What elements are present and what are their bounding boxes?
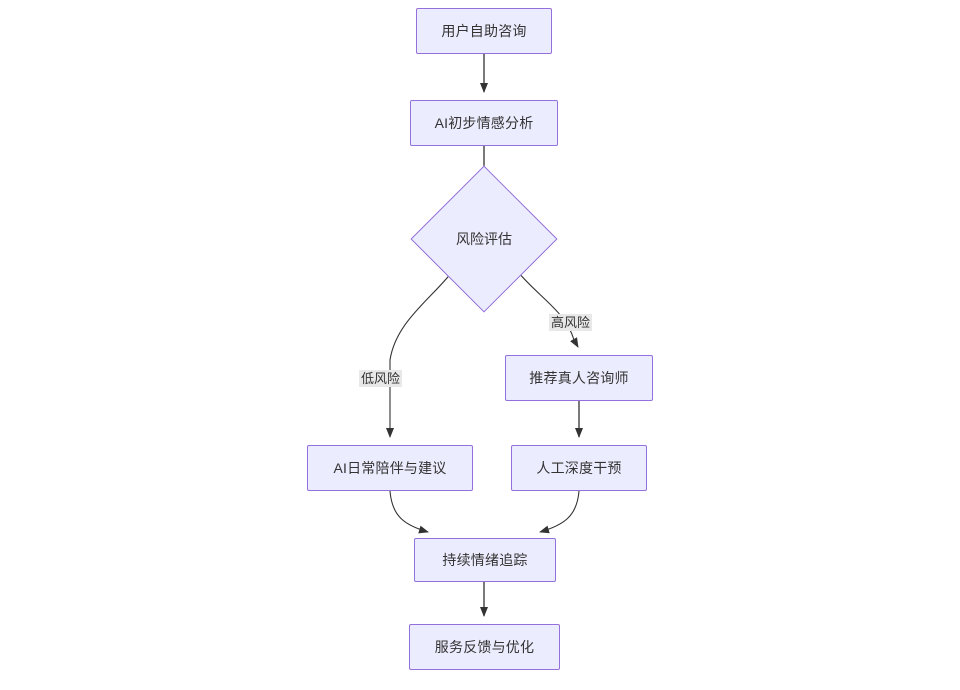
edge-n5-n7 <box>389 490 429 534</box>
node-ai-sentiment-analysis[interactable]: AI初步情感分析 <box>410 100 558 146</box>
node-label: AI日常陪伴与建议 <box>333 460 447 476</box>
node-continuous-emotion-tracking[interactable]: 持续情绪追踪 <box>414 538 556 582</box>
node-label: AI初步情感分析 <box>434 115 534 131</box>
node-label: 持续情绪追踪 <box>442 552 528 568</box>
node-label: 推荐真人咨询师 <box>529 370 629 386</box>
edge-n3-n4 <box>517 271 579 348</box>
node-ai-daily-companionship[interactable]: AI日常陪伴与建议 <box>307 445 473 491</box>
node-user-self-service[interactable]: 用户自助咨询 <box>416 8 552 54</box>
node-risk-assessment-label: 风险评估 <box>456 231 512 247</box>
edge-label-high-risk: 高风险 <box>549 314 593 331</box>
node-service-feedback-optimization[interactable]: 服务反馈与优化 <box>409 624 560 670</box>
node-label: 服务反馈与优化 <box>434 639 535 655</box>
edge-n6-n7 <box>539 490 580 534</box>
node-label: 用户自助咨询 <box>441 23 527 39</box>
node-label: 人工深度干预 <box>536 460 622 476</box>
edge-n3-n5 <box>386 271 453 438</box>
node-human-deep-intervention[interactable]: 人工深度干预 <box>511 445 647 491</box>
edge-label-low-risk: 低风险 <box>359 370 403 387</box>
node-recommend-human-counselor[interactable]: 推荐真人咨询师 <box>505 355 653 401</box>
